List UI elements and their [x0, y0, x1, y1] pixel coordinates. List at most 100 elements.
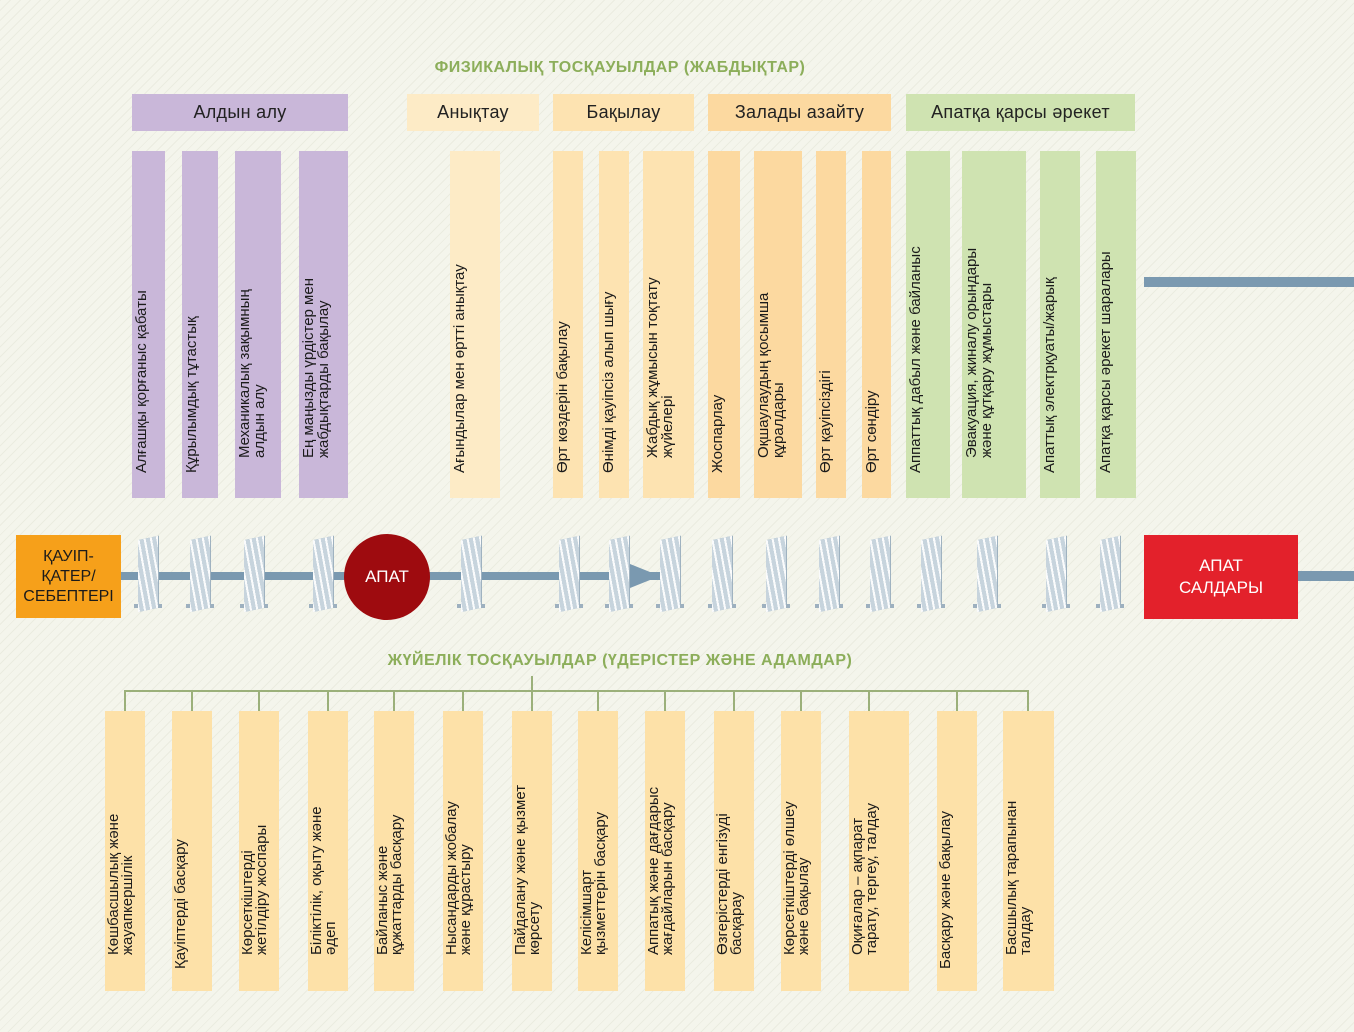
- tree-drop: [258, 690, 260, 711]
- tree-drop: [597, 690, 599, 711]
- systemic-barrier: Байланыс және құжаттарды басқару: [374, 711, 414, 991]
- physical-barrier-label: Аппаттық дабыл және байланыс: [907, 246, 924, 473]
- systemic-barrier-label: Біліктілік, оқыту және әдеп: [308, 806, 339, 955]
- physical-barrier: Өнімді қауіпсіз алып шығу: [599, 151, 629, 498]
- physical-barrier-label: Ағындылар мен өртті анықтау: [451, 264, 468, 473]
- physical-barrier: Аппаттық дабыл және байланыс: [906, 151, 950, 498]
- barrier-slab: [1096, 535, 1124, 613]
- systemic-barrier-label: Басшылық тарапынан талдау: [1003, 800, 1034, 955]
- tree-drop: [664, 690, 666, 711]
- systemic-barrier: Нысандарды жобалау және құрастыру: [443, 711, 483, 991]
- systemic-barrier: Басқару және бақылау: [937, 711, 977, 991]
- tree-drop: [462, 690, 464, 711]
- systemic-barrier-label: Оқиғалар – ақпарат тарату, тергеу, талда…: [849, 802, 880, 955]
- barrier-slab: [240, 535, 268, 613]
- arrow-head-icon: [630, 564, 660, 588]
- systemic-barrier: Көрсеткіштерді өлшеу және бақылау: [781, 711, 821, 991]
- tree-drop: [393, 690, 395, 711]
- barrier-slab: [656, 535, 684, 613]
- physical-barrier: Оқшаулаудың қосымша құралдары: [754, 151, 802, 498]
- physical-barrier: Өрт көздерін бақылау: [553, 151, 583, 498]
- systemic-barrier-label: Қауіптерді басқару: [172, 839, 189, 969]
- physical-barrier: Өрт қауіпсіздігі: [816, 151, 846, 498]
- incident-circle: АПАТ: [344, 534, 430, 620]
- barrier-slab: [762, 535, 790, 613]
- tree-drop: [191, 690, 193, 711]
- physical-barrier-label: Апаттық электрқуаты/жарық: [1041, 277, 1058, 473]
- physical-barrier: Эвакуация, жиналу орындары және құтқару …: [962, 151, 1026, 498]
- physical-barrier-label: Механикалық зақымның алдын алу: [236, 289, 268, 458]
- barrier-slab: [866, 535, 894, 613]
- physical-barrier-label: Апатқа қарсы әрекет шаралары: [1097, 251, 1114, 473]
- physical-barrier-label: Алғашқы қорғаныс қабаты: [133, 290, 150, 473]
- consequence-connector-line: [1144, 277, 1354, 287]
- tree-branch: [124, 690, 1029, 692]
- physical-barrier: Жоспарлау: [708, 151, 740, 498]
- systemic-barrier: Біліктілік, оқыту және әдеп: [308, 711, 348, 991]
- physical-barrier-label: Құрылымдық тұтастық: [183, 316, 200, 473]
- tree-drop: [733, 690, 735, 711]
- consequence-box: АПАТ САЛДАРЫ: [1144, 535, 1298, 619]
- physical-barrier: Алғашқы қорғаныс қабаты: [132, 151, 165, 498]
- systemic-barriers-title: ЖҮЙЕЛІК ТОСҚАУЫЛДАР (ҮДЕРІСТЕР ЖӘНЕ АДАМ…: [387, 652, 853, 669]
- physical-barrier-label: Ең маңызды үрдістер мен жабдықтарды бақы…: [300, 278, 332, 458]
- systemic-barrier: Келісімшарт қызметтерін басқару: [578, 711, 618, 991]
- barrier-slab: [917, 535, 945, 613]
- category-mitigation: Залады азайту: [708, 94, 891, 131]
- physical-barrier-label: Оқшаулаудың қосымша құралдары: [755, 292, 787, 458]
- physical-barrier-label: Эвакуация, жиналу орындары және құтқару …: [963, 247, 995, 458]
- barrier-slab: [815, 535, 843, 613]
- barrier-slab: [309, 535, 337, 613]
- physical-barrier-label: Жабдық жұмысын тоқтату жүйелері: [644, 277, 676, 458]
- systemic-barrier-label: Басқару және бақылау: [937, 811, 954, 969]
- barrier-slab: [605, 535, 633, 613]
- tree-drop: [531, 690, 533, 711]
- category-detection: Анықтау: [407, 94, 539, 131]
- category-response: Апатқа қарсы әрекет: [906, 94, 1135, 131]
- hazard-box: ҚАУІП- ҚАТЕР/ СЕБЕПТЕРІ: [16, 535, 121, 618]
- barrier-slab: [1042, 535, 1070, 613]
- systemic-barrier-label: Келісімшарт қызметтерін басқару: [578, 811, 609, 955]
- tree-drop: [956, 690, 958, 711]
- systemic-barrier: Көшбасшылық және жауапкершілік: [105, 711, 145, 991]
- physical-barrier: Жабдық жұмысын тоқтату жүйелері: [643, 151, 694, 498]
- tree-drop: [1027, 690, 1029, 711]
- tree-drop: [868, 690, 870, 711]
- barrier-slab: [186, 535, 214, 613]
- systemic-barrier: Басшылық тарапынан талдау: [1003, 711, 1054, 991]
- systemic-barrier-label: Байланыс және құжаттарды басқару: [374, 814, 405, 955]
- category-control: Бақылау: [553, 94, 694, 131]
- physical-barrier: Апаттық электрқуаты/жарық: [1040, 151, 1080, 498]
- tree-drop: [327, 690, 329, 711]
- systemic-barrier: Көрсеткіштерді жетілдіру жоспары: [239, 711, 279, 991]
- physical-barrier-label: Өрт көздерін бақылау: [554, 321, 571, 473]
- tree-drop: [124, 690, 126, 711]
- systemic-barrier-label: Көрсеткіштерді өлшеу және бақылау: [781, 801, 812, 955]
- barrier-slab: [134, 535, 162, 613]
- physical-barrier-label: Жоспарлау: [709, 394, 726, 473]
- systemic-barrier: Өзгерістерді енгізуді басқарау: [714, 711, 754, 991]
- tree-drop: [800, 690, 802, 711]
- barrier-slab: [555, 535, 583, 613]
- barrier-slab: [457, 535, 485, 613]
- systemic-barrier: Оқиғалар – ақпарат тарату, тергеу, талда…: [849, 711, 909, 991]
- physical-barrier-label: Өрт қауіпсіздігі: [817, 370, 834, 473]
- physical-barrier: Ең маңызды үрдістер мен жабдықтарды бақы…: [299, 151, 348, 498]
- tree-stem: [531, 676, 533, 691]
- systemic-barrier-label: Пайдалану және қызмет көрсету: [512, 784, 543, 955]
- physical-barrier: Құрылымдық тұтастық: [182, 151, 218, 498]
- systemic-barrier-label: Көшбасшылық және жауапкершілік: [105, 813, 136, 955]
- systemic-barrier: Аппатық және дағдарыс жағдайларын басқар…: [645, 711, 685, 991]
- physical-barrier: Апатқа қарсы әрекет шаралары: [1096, 151, 1136, 498]
- systemic-barrier: Қауіптерді басқару: [172, 711, 212, 991]
- systemic-barrier-label: Аппатық және дағдарыс жағдайларын басқар…: [645, 786, 676, 955]
- physical-barriers-title: ФИЗИКАЛЫҚ ТОСҚАУЫЛДАР (ЖАБДЫҚТАР): [434, 59, 806, 76]
- systemic-barrier-label: Өзгерістерді енгізуді басқарау: [714, 813, 745, 955]
- physical-barrier-label: Өрт сөндіру: [863, 390, 880, 473]
- barrier-slab: [973, 535, 1001, 613]
- systemic-barrier: Пайдалану және қызмет көрсету: [512, 711, 552, 991]
- systemic-barrier-label: Нысандарды жобалау және құрастыру: [443, 801, 474, 955]
- physical-barrier-label: Өнімді қауіпсіз алып шығу: [600, 291, 617, 473]
- physical-barrier: Механикалық зақымның алдын алу: [235, 151, 281, 498]
- category-prevention: Алдын алу: [132, 94, 348, 131]
